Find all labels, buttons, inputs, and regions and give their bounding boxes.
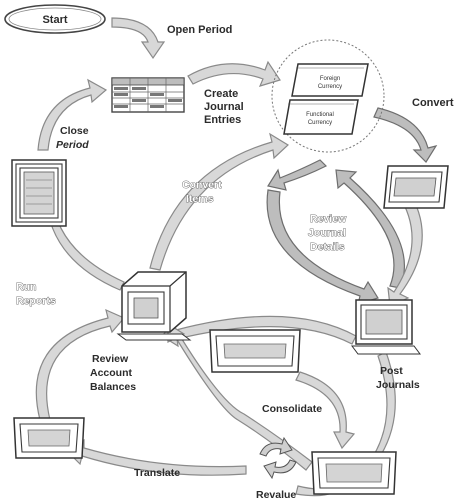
translate-doc-icon bbox=[13, 417, 85, 459]
arrow-review-to-post bbox=[387, 189, 423, 307]
arrow-convert-items bbox=[149, 132, 289, 271]
label-create-1: Create bbox=[204, 88, 238, 100]
start-label: Start bbox=[42, 14, 67, 26]
foreign-currency-label-1: Foreign bbox=[320, 76, 340, 82]
arrow-convert bbox=[373, 107, 438, 163]
label-post-journals-2: Journals bbox=[376, 379, 420, 391]
arrow-close-period bbox=[37, 78, 108, 151]
post-journals-terminal-icon bbox=[351, 299, 421, 355]
spreadsheet-icon bbox=[111, 77, 185, 113]
label-create-2: Journal bbox=[204, 101, 244, 113]
label-close-2: Period bbox=[56, 139, 89, 151]
arrow-review-account-balances bbox=[35, 308, 125, 421]
arrow-review-journal-details bbox=[266, 159, 405, 305]
arrow-revalue-loop bbox=[167, 322, 313, 471]
foreign-currency-label-2: Currency bbox=[318, 84, 342, 90]
label-close-1: Close bbox=[60, 125, 89, 137]
arrow-start-to-open bbox=[111, 17, 166, 60]
label-review-balances-3: Balances bbox=[90, 381, 136, 393]
consolidate-source-doc-icon bbox=[209, 329, 301, 373]
functional-currency-label-2: Currency bbox=[308, 120, 332, 126]
foreign-currency-doc: Foreign Currency bbox=[291, 63, 369, 97]
functional-currency-label-1: Functional bbox=[306, 112, 334, 118]
closed-period-report-icon bbox=[11, 159, 67, 227]
label-review-balances-2: Account bbox=[90, 367, 133, 379]
label-translate: Translate bbox=[134, 467, 180, 479]
currency-documents-group: Foreign Currency Functional Currency bbox=[271, 39, 385, 153]
label-run-reports-2: Reports bbox=[16, 295, 56, 307]
label-review-journal-1: Review bbox=[310, 213, 347, 225]
label-convert: Convert bbox=[412, 97, 454, 109]
label-review-journal-2: Journal bbox=[308, 227, 346, 239]
label-post-journals-1: Post bbox=[380, 365, 403, 377]
arrow-open-to-create bbox=[187, 60, 281, 87]
arrow-consolidate bbox=[295, 371, 356, 450]
label-convert-items-1: Convert bbox=[182, 179, 222, 191]
label-create-3: Entries bbox=[204, 114, 241, 126]
label-review-balances-1: Review bbox=[92, 353, 129, 365]
label-review-journal-3: Details bbox=[310, 241, 345, 253]
label-open-period: Open Period bbox=[167, 24, 232, 36]
label-convert-items-2: Items bbox=[186, 193, 214, 205]
converted-document-icon bbox=[383, 165, 449, 209]
label-run-reports-1: Run bbox=[16, 281, 36, 293]
consolidated-doc-icon bbox=[311, 451, 397, 495]
label-revalue: Revalue bbox=[256, 489, 296, 501]
computer-terminal-icon bbox=[116, 271, 192, 341]
revalue-cycle-icon bbox=[259, 436, 297, 480]
start-node: Start bbox=[4, 4, 106, 34]
functional-currency-doc: Functional Currency bbox=[283, 99, 359, 135]
label-consolidate: Consolidate bbox=[262, 403, 322, 415]
